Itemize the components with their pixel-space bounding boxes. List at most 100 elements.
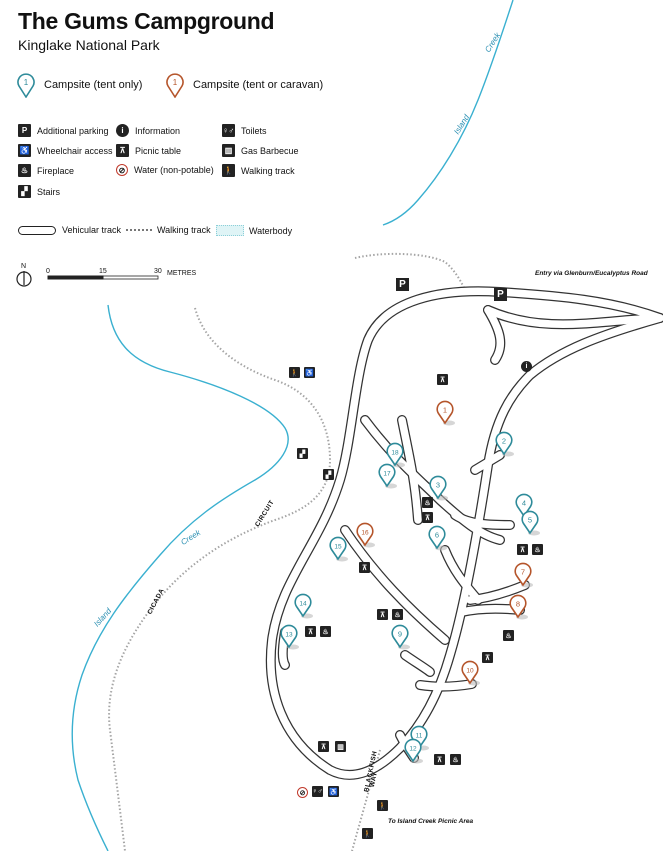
- campsite-pin-6: 6: [428, 525, 447, 551]
- waterbody-swatch: [216, 225, 244, 236]
- toilets-icon: ♀♂: [312, 786, 323, 797]
- legend-picnic-table-label: Picnic table: [135, 145, 182, 156]
- legend-walking-track-label: Walking track: [157, 225, 211, 235]
- campsite-number: 2: [502, 437, 506, 446]
- picnic-table-icon: ⊼: [434, 754, 445, 765]
- creek-lines: [71, 0, 514, 851]
- legend-parking-label: Additional parking: [37, 125, 109, 136]
- legend-walking-track: Walking track: [126, 225, 211, 235]
- campsite-number: 16: [361, 530, 369, 537]
- campsite-number: 13: [285, 632, 293, 639]
- legend-picnic-table: ⊼ Picnic table: [116, 144, 181, 157]
- campsite-pin-10: 10: [461, 660, 480, 686]
- legend-information-label: Information: [135, 125, 181, 136]
- campsite-pin-7: 7: [514, 562, 533, 588]
- legend-vehicular-track: Vehicular track: [18, 225, 121, 235]
- campsite-number: 15: [334, 544, 342, 551]
- legend-wheelchair: ♿Wheelchair access: [18, 144, 113, 157]
- campsite-number: 18: [391, 450, 399, 457]
- stairs-icon: ▞: [297, 448, 308, 459]
- picnic-table-icon: ⊼: [482, 652, 493, 663]
- tent-caravan-pin-icon: 1: [166, 73, 184, 98]
- scale-tick-15: 15: [99, 268, 107, 275]
- picnic-table-icon: ⊼: [437, 374, 448, 385]
- stairs-icon: ▞: [18, 185, 31, 198]
- vehicular-tracks: [271, 291, 663, 775]
- map-title: The Gums Campground: [18, 8, 275, 34]
- wheelchair-icon: ♿: [328, 786, 339, 797]
- wheelchair-icon: ♿: [304, 367, 315, 378]
- picnic-table-icon: ⊼: [305, 626, 316, 637]
- campsite-pin-15: 15: [329, 536, 348, 562]
- campsite-number: 5: [528, 516, 532, 525]
- campsite-pin-3: 3: [429, 475, 448, 501]
- legend-fireplace: ♨Fireplace: [18, 164, 74, 177]
- legend-parking: P Additional parking: [18, 124, 109, 137]
- wheelchair-icon: ♿: [18, 144, 31, 157]
- walking-track-icon: 🚶: [289, 367, 300, 378]
- north-label: N: [21, 263, 27, 270]
- campsite-number: 6: [435, 531, 439, 540]
- campsite-pin-8: 8: [509, 594, 528, 620]
- walking-tracks: [108, 252, 467, 851]
- legend-walking-track-icon-item: 🚶 Walking track: [222, 164, 295, 177]
- legend-water: ⊘Water (non-potable): [116, 164, 214, 176]
- picnic-table-icon: ⊼: [359, 562, 370, 573]
- legend-waterbody-label: Waterbody: [249, 225, 293, 236]
- picnic-table-icon: ⊼: [116, 144, 129, 157]
- campsite-number: 8: [516, 600, 520, 609]
- water-non-potable-icon: ⊘: [297, 787, 308, 798]
- campsite-number: 12: [409, 746, 417, 753]
- information-icon: i: [521, 361, 532, 372]
- campsite-pin-5: 5: [521, 510, 540, 536]
- scale-tick-0: 0: [46, 268, 50, 275]
- campsite-number: 9: [398, 630, 402, 639]
- campsite-number: 7: [521, 568, 525, 577]
- stairs-icon: ▞: [323, 469, 334, 480]
- picnic-table-icon: ⊼: [318, 741, 329, 752]
- legend-walking-track-icon-label: Walking track: [241, 165, 295, 176]
- parking-icon: P: [18, 124, 31, 137]
- campsite-pin-17: 17: [378, 463, 397, 489]
- campsite-pin-12: 12: [404, 738, 423, 764]
- tent-only-pin-icon: 1: [17, 73, 35, 98]
- scale-bar: [16, 271, 159, 287]
- walking-track-icon: 🚶: [222, 164, 235, 177]
- water-non-potable-icon: ⊘: [116, 164, 128, 176]
- picnic-table-icon: ⊼: [422, 512, 433, 523]
- entry-label: Entry via Glenburn/Eucalyptus Road: [535, 270, 648, 277]
- fireplace-icon: ♨: [532, 544, 543, 555]
- legend-toilets-label: Toilets: [241, 125, 267, 136]
- parking-marker: P: [494, 288, 507, 301]
- toilets-icon: ♀♂: [222, 124, 235, 137]
- gas-barbecue-icon: ▥: [222, 144, 235, 157]
- campsite-number: 10: [466, 668, 474, 675]
- fireplace-icon: ♨: [422, 497, 433, 508]
- legend-stairs-label: Stairs: [37, 186, 61, 197]
- picnic-table-icon: ⊼: [517, 544, 528, 555]
- campsite-pin-14: 14: [294, 593, 313, 619]
- scale-tick-30: 30: [154, 268, 162, 275]
- fireplace-icon: ♨: [320, 626, 331, 637]
- campsite-pin-16: 16: [356, 522, 375, 548]
- legend-gas-barbecue-label: Gas Barbecue: [241, 145, 299, 156]
- picnic-table-icon: ⊼: [377, 609, 388, 620]
- campsite-pin-9: 9: [391, 624, 410, 650]
- map-subtitle: Kinglake National Park: [18, 37, 160, 53]
- campsite-pin-1: 1: [436, 400, 455, 426]
- legend-tent-caravan-label: Campsite (tent or caravan): [193, 79, 324, 91]
- legend-tent-only: 1 Campsite (tent only): [16, 72, 142, 98]
- campsite-number: 3: [436, 481, 440, 490]
- fireplace-icon: ♨: [18, 164, 31, 177]
- legend-waterbody: Waterbody: [216, 225, 292, 236]
- campsite-pin-18: 18: [386, 442, 405, 468]
- vehicular-track-swatch: [18, 225, 56, 235]
- legend-vehicular-track-label: Vehicular track: [62, 225, 122, 235]
- campsite-number: 11: [416, 733, 423, 740]
- campsite-number: 4: [522, 499, 526, 508]
- legend-pin-number: 1: [24, 78, 29, 87]
- legend-tent-caravan: 1 Campsite (tent or caravan): [165, 72, 323, 98]
- campsite-number: 14: [299, 601, 307, 608]
- walking-track-swatch: [126, 229, 152, 231]
